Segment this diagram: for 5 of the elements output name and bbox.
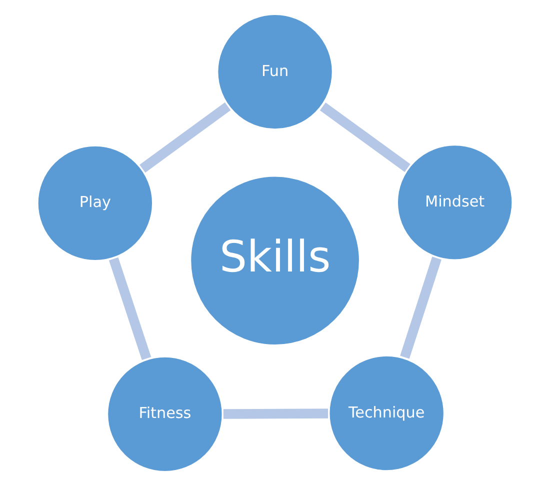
connector [108,256,151,360]
connector [400,256,441,358]
connector [139,102,230,172]
connector [319,102,410,172]
connector [222,408,328,418]
